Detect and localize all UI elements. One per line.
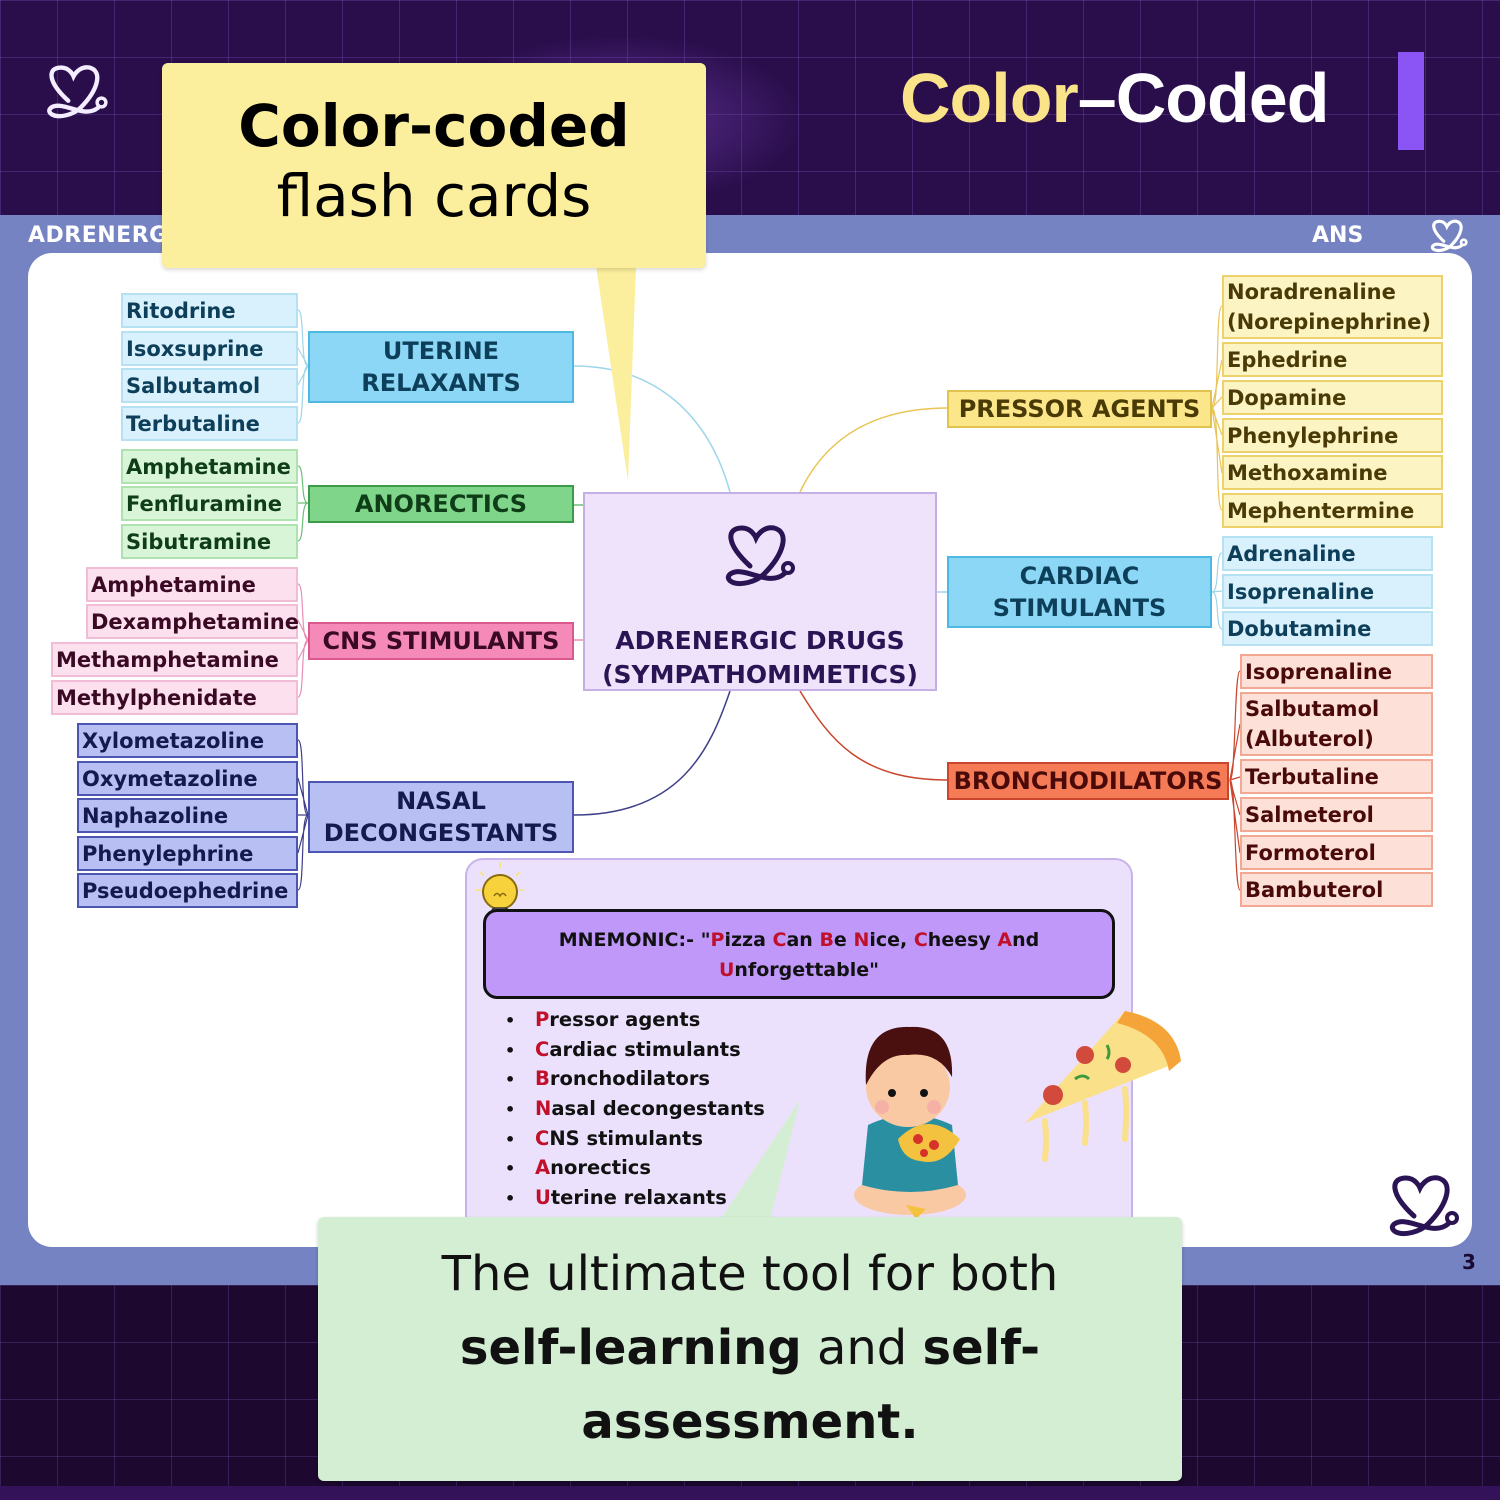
branch-nasal-decongestants: NASAL DECONGESTANTS [308,781,574,853]
branch-pressor-agents: PRESSOR AGENTS [947,390,1212,428]
leaf-item: Terbutaline [1240,759,1433,794]
leaf-item: Methylphenidate [51,680,298,715]
mnemonic-list-item: •Pressor agents [505,1008,701,1031]
leaf-item: Isoprenaline [1222,574,1433,609]
leaf-item: Phenylephrine [1222,418,1443,453]
mnemonic-list-item: •Nasal decongestants [505,1097,765,1121]
branch-uterine-relaxants: UTERINE RELAXANTS [308,331,574,403]
leaf-item: Amphetamine [121,449,298,484]
leaf-item: Methoxamine [1222,455,1443,490]
headline-part-2: Coded [1115,59,1330,137]
accent-bar [1398,52,1424,150]
branch-bronchodilators: BRONCHODILATORS [947,762,1229,800]
leaf-item: Ephedrine [1222,342,1443,377]
brand-logo-icon [42,62,112,122]
card-section-label: ANS [1312,223,1364,248]
central-topic-line-1: ADRENERGIC DRUGS [615,626,905,655]
card-footer-logo-icon [1383,1172,1465,1240]
footer-strip [0,1486,1500,1500]
callout-tagline: The ultimate tool for both self-learning… [318,1217,1182,1481]
leaf-item: Bambuterol [1240,872,1433,907]
tagline-line-2: self-learning and self- [459,1320,1041,1376]
central-topic-line-2: (SYMPATHOMIMETICS) [602,660,918,689]
heart-stethoscope-icon [719,522,801,590]
leaf-item: Phenylephrine [77,836,298,871]
leaf-item: Oxymetazoline [77,761,298,796]
leaf-item: Dopamine [1222,380,1443,415]
leaf-item: Pseudoephedrine [77,873,298,908]
mnemonic-list-item: •Anorectics [505,1156,651,1180]
leaf-item: Salmeterol [1240,797,1433,832]
leaf-item: Salbutamol [121,368,298,403]
page-number: 3 [1462,1250,1476,1274]
headline-part-1: Color [900,59,1079,137]
callout-pointer [720,1100,800,1220]
tagline-line-1: The ultimate tool for both [441,1246,1059,1302]
leaf-item: Isoprenaline [1240,654,1433,689]
leaf-item: Amphetamine [86,567,298,602]
leaf-item: Sibutramine [121,524,298,559]
card-title: ADRENERG [28,223,168,248]
leaf-item: Mephentermine [1222,493,1443,528]
leaf-item: Terbutaline [121,406,298,441]
leaf-item: Adrenaline [1222,536,1433,571]
leaf-item: Dexamphetamine [86,604,299,639]
card-header-logo-icon [1428,218,1470,254]
headline: Color–Coded [900,58,1330,138]
leaf-item: Noradrenaline (Norepinephrine) [1222,275,1443,339]
boy-eating-pizza-illustration [848,1015,978,1220]
branch-anorectics: ANORECTICS [308,485,574,523]
leaf-item: Naphazoline [77,798,298,833]
headline-dash: – [1077,59,1117,137]
branch-cns-stimulants: CNS STIMULANTS [308,622,574,660]
leaf-item: Formoterol [1240,835,1433,870]
mnemonic-phrase-box: MNEMONIC:- "Pizza Can Be Nice, Cheesy An… [483,909,1115,999]
leaf-item: Methamphetamine [51,642,298,677]
leaf-item: Salbutamol (Albuterol) [1240,692,1433,756]
leaf-item: Isoxsuprine [121,331,298,366]
callout-flash-cards-title: Color-coded [238,92,630,160]
leaf-item: Ritodrine [121,293,298,328]
mnemonic-list-item: •Uterine relaxants [505,1186,727,1210]
leaf-item: Dobutamine [1222,611,1433,646]
mnemonic-list: •Pressor agents •Cardiac stimulants •Bro… [505,1005,765,1213]
leaf-item: Fenfluramine [121,486,298,521]
callout-pointer [596,266,636,481]
branch-cardiac-stimulants: CARDIAC STIMULANTS [947,556,1212,628]
pizza-slice-illustration [1015,1003,1185,1168]
mnemonic-list-item: •CNS stimulants [505,1126,703,1150]
central-topic: ADRENERGIC DRUGS (SYMPATHOMIMETICS) [583,492,937,691]
mnemonic-list-item: •Bronchodilators [505,1067,711,1091]
leaf-item: Xylometazoline [77,723,298,758]
callout-flash-cards: Color-coded flash cards [162,63,706,268]
tagline-line-3: assessment. [581,1394,919,1450]
mnemonic-list-item: •Cardiac stimulants [505,1037,741,1061]
callout-flash-cards-subtitle: flash cards [276,162,592,230]
